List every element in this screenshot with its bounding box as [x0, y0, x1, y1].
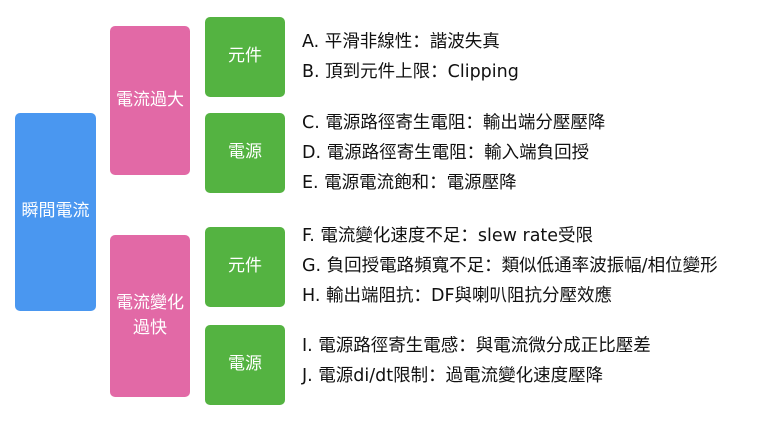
root-label: 瞬間電流: [21, 201, 90, 222]
item-j: J. 電源di/dt限制：過電流變化速度壓降: [302, 366, 604, 386]
group-component-1: 元件: [205, 17, 285, 97]
group-label: 元件: [228, 46, 262, 67]
item-g: G. 負回授電路頻寬不足：類似低通率波振幅/相位變形: [302, 256, 718, 276]
item-h: H. 輸出端阻抗：DF與喇叭阻抗分壓效應: [302, 286, 613, 306]
item-a: A. 平滑非線性：諧波失真: [302, 32, 500, 52]
group-label: 元件: [228, 256, 262, 277]
category-label: 電流變化過快: [116, 292, 184, 339]
item-e: E. 電源電流飽和：電源壓降: [302, 173, 517, 193]
item-f: F. 電流變化速度不足：slew rate受限: [302, 226, 594, 246]
group-power-1: 電源: [205, 113, 285, 193]
item-b: B. 頂到元件上限：Clipping: [302, 62, 519, 82]
item-i: I. 電源路徑寄生電感：與電流微分成正比壓差: [302, 336, 651, 356]
category-current-change-too-fast: 電流變化過快: [110, 235, 190, 397]
category-label: 電流過大: [116, 89, 184, 110]
item-c: C. 電源路徑寄生電阻：輸出端分壓壓降: [302, 113, 606, 133]
group-component-2: 元件: [205, 227, 285, 307]
group-label: 電源: [228, 354, 262, 375]
root-node: 瞬間電流: [15, 113, 96, 311]
item-d: D. 電源路徑寄生電阻：輸入端負回授: [302, 143, 590, 163]
group-label: 電源: [228, 142, 262, 163]
group-power-2: 電源: [205, 325, 285, 405]
category-current-too-large: 電流過大: [110, 26, 190, 175]
